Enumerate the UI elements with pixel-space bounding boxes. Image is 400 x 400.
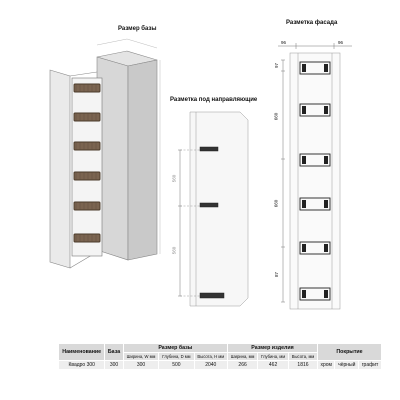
title-guide-marking: Разметка под направляющие	[170, 97, 258, 103]
cell-item-h: 1816	[287, 360, 319, 370]
header-name: Наименование	[57, 343, 106, 361]
cell-item-d: 462	[257, 360, 289, 370]
header-base-size: Размер базы	[122, 343, 228, 353]
guide-dim-1: 560	[171, 174, 177, 183]
facade-dim-side-4: 87	[274, 271, 280, 278]
facade-dim-top-right: 96	[338, 40, 344, 45]
subheader-item-w: Ширина, мм	[226, 352, 259, 361]
title-base-size: Размер базы	[118, 26, 157, 32]
cell-coating-black: чёрный	[334, 360, 360, 370]
cell-base-h: 2040	[193, 360, 228, 370]
cell-name: Квадро 300	[57, 360, 106, 370]
facade-dim-top-left: 96	[281, 40, 287, 45]
subheader-base-w: Ширина, W мм	[122, 352, 160, 361]
guide-dim-2: 560	[171, 246, 177, 255]
cell-coating-graphite: графит	[358, 360, 382, 370]
table-row: Квадро 300 300 300 500 2040 266 462 1816…	[57, 360, 382, 370]
subheader-item-h: Высота, мм	[287, 352, 319, 361]
subheader-base-d: Глубина, D мм	[158, 352, 195, 361]
subheader-base-h: Высота, H мм	[193, 352, 228, 361]
guide-brackets	[199, 146, 225, 299]
cell-item-w: 266	[226, 360, 259, 370]
facade-dim-side-1: 97	[274, 62, 280, 69]
facade-marking-drawing	[278, 43, 352, 310]
header-item-size: Размер изделия	[226, 343, 319, 353]
facade-dim-side-2: 660	[273, 112, 279, 121]
facade-dim-side-3: 660	[273, 199, 279, 208]
cabinet-drawing	[49, 50, 158, 269]
header-coating: Покрытие	[317, 343, 382, 361]
subheader-item-d: Глубина, мм	[257, 352, 289, 361]
pantry-baskets	[73, 83, 101, 243]
cell-coating-chrome: хром	[317, 360, 336, 370]
title-facade-marking: Разметка фасада	[286, 20, 338, 26]
cell-base: 300	[104, 360, 124, 370]
facade-mount-points	[299, 61, 331, 301]
cell-base-w: 300	[122, 360, 160, 370]
guide-marking-drawing	[178, 111, 249, 307]
spec-table: Наименование База Размер базы Размер изд…	[57, 343, 382, 370]
cell-base-d: 500	[158, 360, 195, 370]
header-base: База	[104, 343, 124, 361]
